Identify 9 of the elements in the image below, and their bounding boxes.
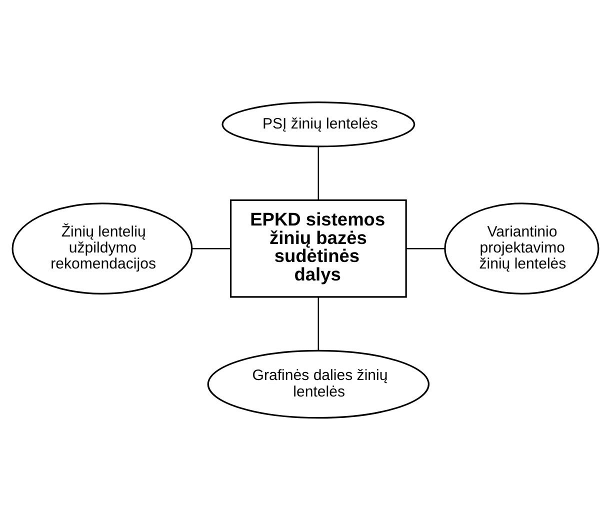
connector (318, 146, 320, 200)
node-ellipse: Variantinio projektavimo žinių lentelės (444, 202, 600, 294)
connector (406, 248, 445, 250)
node-box: EPKD sistemos žinių bazės sudėtinės dalys (230, 199, 407, 298)
node-ellipse: Grafinės dalies žinių lentelės (207, 350, 430, 419)
connector (318, 297, 320, 351)
node-ellipse: PSĮ žinių lentelės (222, 102, 416, 148)
node-ellipse: Žinių lentelių užpildymo rekomendacijos (12, 202, 193, 294)
connector (192, 248, 231, 250)
